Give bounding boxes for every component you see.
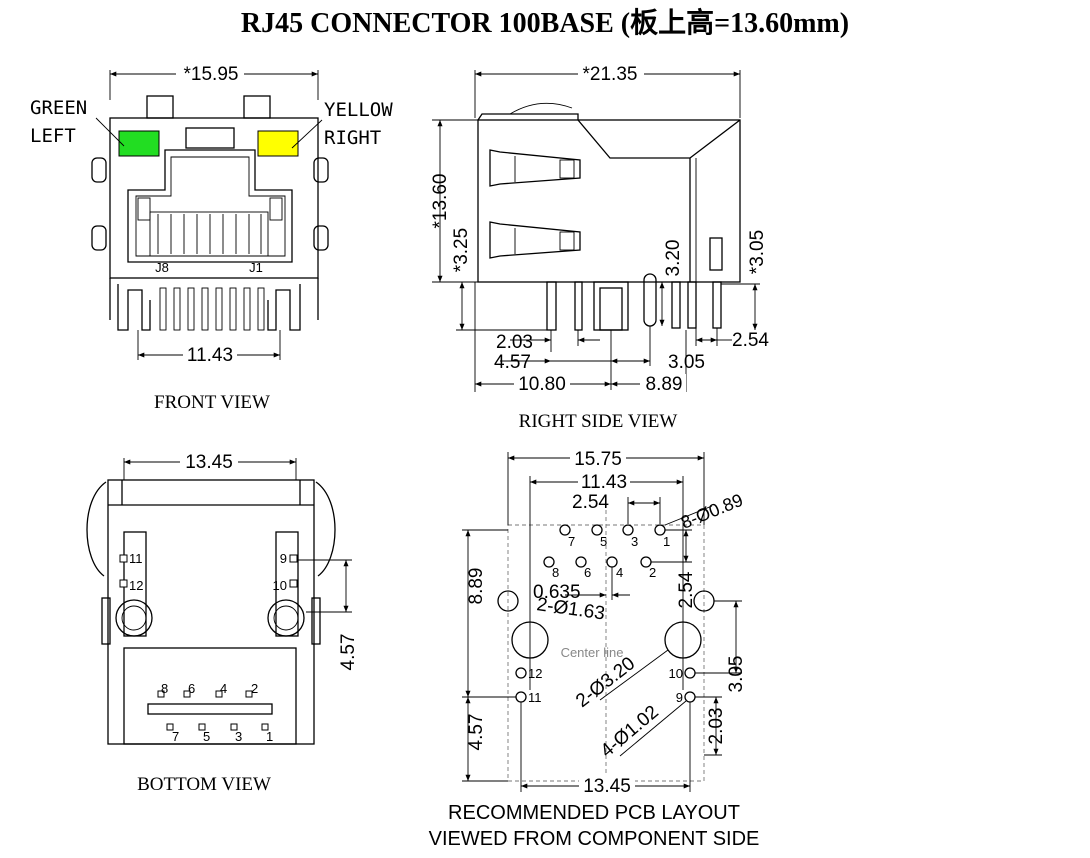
bottom-bottom-pin-7: 7 [172,729,179,744]
pcb-bottom-1345-dim: 13.45 [583,776,631,797]
right-label: RIGHT [324,127,381,149]
front-pinspan-dim: 11.43 [187,345,233,366]
side-post-dim: 3.20 [663,240,684,277]
pcb-pin-11: 11 [528,690,542,705]
pcb-right-203-dim: 2.03 [706,708,727,745]
bottom-pin-10: 10 [273,578,287,593]
pcb-pitch2-dim: 2.54 [572,492,609,513]
pin-label-j1: J1 [249,260,263,275]
side-right-dim: *3.05 [747,230,768,274]
pcb-pin-6: 6 [584,565,591,580]
side-d1080-dim: 10.80 [518,374,566,395]
green-label: GREEN [30,97,87,119]
bottom-view-caption: BOTTOM VIEW [137,774,271,795]
pcb-pin-3: 3 [631,534,638,549]
pcb-pin-9: 9 [676,690,683,705]
pcb-big-hole-dim: 2-Ø3.20 [572,653,639,712]
pcb-pitch-span-dim: 11.43 [581,472,627,493]
bottom-pin-12: 12 [129,578,143,593]
bottom-top-pin-2: 2 [251,681,258,696]
pcb-shield-hole-dim: 4-Ø1.02 [597,702,663,762]
pcb-pin-8: 8 [552,565,559,580]
bottom-bottom-pin-1: 1 [266,729,273,744]
front-width-dim: *15.95 [184,64,239,85]
bottom-top-pin-6: 6 [188,681,195,696]
bottom-width-dim: 13.45 [185,452,233,473]
yellow-label: YELLOW [324,99,393,121]
pcb-mount-hole-dim: 2-Ø1.63 [535,594,606,624]
bottom-bottom-pin-3: 3 [235,729,242,744]
front-pins [159,287,265,331]
pcb-small-hole-dim: 8-Ø0.89 [678,490,746,533]
bottom-top-pin-8: 8 [161,681,168,696]
centerline-label: Center line [561,645,624,660]
left-label: LEFT [30,125,76,147]
front-view: *15.95 J8 J1 [30,64,393,413]
bottom-top-pin-4: 4 [220,681,227,696]
pcb-right-305-dim: 3.05 [726,656,747,693]
green-led-icon [118,130,160,157]
pcb-pin-12: 12 [528,666,542,681]
pcb-caption-line1: RECOMMENDED PCB LAYOUT [448,802,740,824]
side-lower-dim: *3.25 [451,228,472,272]
pcb-pin-4: 4 [616,565,623,580]
pcb-caption-line2: VIEWED FROM COMPONENT SIDE [429,828,760,850]
bottom-view: 13.45 11 12 9 10 4.57 [86,452,359,795]
side-d203-dim: 2.03 [496,332,533,353]
pcb-right-254-dim: 2.54 [676,571,697,608]
front-view-caption: FRONT VIEW [154,392,270,413]
pcb-left-889-dim: 8.89 [466,568,487,605]
side-length-dim: *21.35 [583,64,638,85]
pin-label-j8: J8 [155,260,169,275]
pcb-layout: Center line 15.75 11.43 2.54 7 5 3 1 8 6… [429,449,760,850]
pcb-d0635-dim: 0.635 [533,582,581,603]
yellow-led-icon [257,130,299,157]
pcb-left-457-dim: 4.57 [466,714,487,751]
front-contacts [157,214,262,254]
pcb-pin-10: 10 [669,666,683,681]
pcb-pin-7: 7 [568,534,575,549]
pcb-pin-1: 1 [663,534,670,549]
bottom-pin-11: 11 [129,551,143,566]
side-view-caption: RIGHT SIDE VIEW [519,411,678,432]
side-d889-dim: 8.89 [646,374,683,395]
bottom-gap-dim: 4.57 [338,634,359,671]
side-d457-dim: 4.57 [494,352,531,373]
side-view: *21.35 *13.60 *3.25 3.20 [430,64,769,432]
side-height-dim: *13.60 [430,174,451,229]
side-d254-dim: 2.54 [732,330,769,351]
page-title: RJ45 CONNECTOR 100BASE (板上高=13.60mm) [241,7,849,39]
side-d305-dim: 3.05 [668,352,705,373]
bottom-pin-9: 9 [280,551,287,566]
pcb-pin-2: 2 [649,565,656,580]
pcb-pin-5: 5 [600,534,607,549]
pcb-outer-dim: 15.75 [574,449,622,470]
bottom-bottom-pin-5: 5 [203,729,210,744]
